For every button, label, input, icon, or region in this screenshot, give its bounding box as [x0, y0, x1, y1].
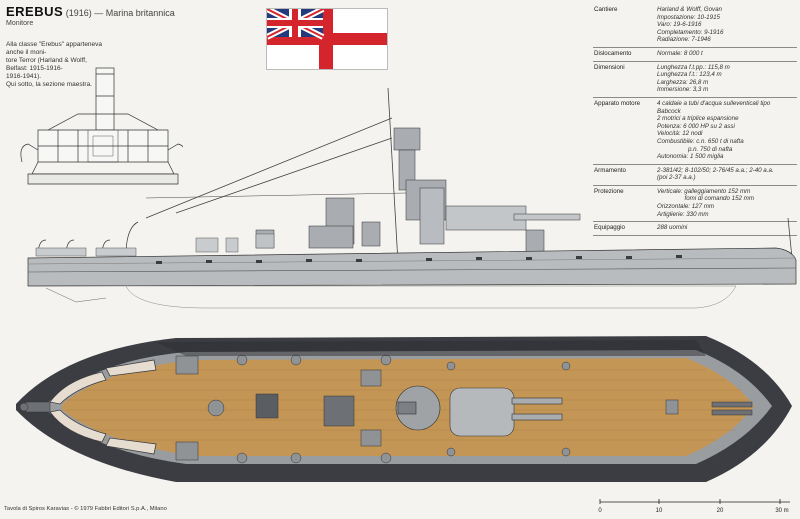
scale-label: 30 m [775, 508, 788, 514]
spec-values: Verticale: galleggiamento 152 mm fomi di… [657, 188, 797, 218]
spec-label: Protezione [594, 187, 624, 195]
midship-section-drawing [20, 67, 183, 185]
spec-label: Equipaggio [594, 224, 625, 232]
spec-value: Lunghezza f.t.pp.: 115,8 m [657, 63, 730, 71]
spec-row-equipaggio: Equipaggio 288 uomini [593, 221, 797, 236]
spec-values: 2-381/42; 8-102/50; 2-76/45 a.a.; 2-40 a… [657, 167, 797, 182]
spec-row-dimensioni: Dimensioni Lunghezza f.t.pp.: 115,8 m Lu… [593, 60, 797, 97]
white-ensign-flag [266, 8, 388, 70]
spec-label: Armamento [594, 166, 626, 174]
credit-line: Tavola di Spiros Karavias - © 1979 Fabbr… [4, 506, 167, 512]
spec-row-apparato-motore: Apparato motore 4 caldaie a tubi d'acqua… [593, 96, 797, 164]
spec-value: Artiglierie: 330 mm [657, 210, 709, 218]
scale-bar: 0 10 20 30 m [598, 499, 790, 514]
spec-label: Dimensioni [594, 63, 625, 71]
scale-label: 0 [598, 508, 602, 514]
spec-value: Radiazione: 7-1946 [657, 36, 711, 44]
specification-table: Cantiere Harland & Wolff, Govan Impostaz… [593, 4, 797, 236]
spec-values: 4 caldaie a tubi d'acqua sulleventicali … [657, 100, 797, 161]
spec-value: Lunghezza f.t.: 123,4 m [657, 71, 722, 79]
scale-label: 20 [717, 508, 724, 514]
spec-label: Dislocamento [594, 49, 632, 57]
spec-value: Orizzontale: 127 mm [657, 203, 715, 211]
spec-row-armamento: Armamento 2-381/42; 8-102/50; 2-76/45 a.… [593, 163, 797, 185]
title-line: EREBUS (1916) — Marina britannica [6, 4, 175, 19]
spec-row-dislocamento: Dislocamento Normale: 8 000 t [593, 46, 797, 61]
spec-value: Immersione: 3,3 m [657, 86, 709, 94]
spec-value: Harland & Wolff, Govan [657, 6, 722, 13]
ship-nation: — Marina britannica [94, 8, 175, 18]
spec-value: 288 uomini [657, 224, 688, 232]
spec-value: Normale: 8 000 t [657, 49, 703, 57]
spec-value: Verticale: galleggiamento 152 mm [657, 187, 751, 195]
ship-year: (1916) [65, 8, 92, 18]
spec-values: 288 uomini [657, 224, 797, 232]
spec-value: Autonomia: 1 500 miglia [657, 153, 724, 161]
ship-name: EREBUS [6, 4, 64, 19]
spec-value: Babcock [657, 107, 681, 115]
spec-values: Harland & Wolff, Govan Impostazione: 10-… [657, 6, 797, 44]
spec-label: Cantiere [594, 6, 618, 13]
description-line: Qui sotto, la sezione maestra. [6, 81, 92, 88]
description-line: 1916-1941). [6, 73, 42, 80]
spec-values: Lunghezza f.t.pp.: 115,8 m Lunghezza f.t… [657, 64, 797, 94]
spec-values: Normale: 8 000 t [657, 50, 797, 58]
spec-value: (poi 2-37 a.a.) [657, 174, 696, 182]
spec-value: Varo: 19-6-1916 [657, 21, 702, 29]
spec-value: Combustibile: c.n. 650 t di nafta [657, 137, 744, 145]
deck-plan-drawing [16, 336, 792, 482]
description: Alla classe "Erebus" apparteneva anche i… [6, 41, 106, 89]
spec-row-cantiere: Cantiere Harland & Wolff, Govan Impostaz… [593, 4, 797, 47]
spec-value: 2 motrici a triplice espansione [657, 115, 739, 123]
scale-label: 10 [656, 508, 663, 514]
description-line: tore Terror (Harland & Wolff, Belfast: 1… [6, 57, 87, 72]
profile-drawing [27, 88, 797, 309]
spec-value: Completamento: 9-1916 [657, 28, 724, 36]
spec-value: 2-381/42; 8-102/50; 2-76/45 a.a.; 2-40 a… [657, 166, 774, 174]
spec-label: Apparato motore [594, 99, 641, 107]
spec-value: fomi di comando 152 mm [657, 195, 754, 203]
spec-value: Impostazione: 10-1915 [657, 13, 720, 21]
spec-row-protezione: Protezione Verticale: galleggiamento 152… [593, 184, 797, 221]
spec-value: Velocità: 12 nodi [657, 130, 703, 138]
spec-value: Larghezza: 26,8 m [657, 78, 709, 86]
description-line: Alla classe "Erebus" apparteneva anche i… [6, 41, 103, 56]
spec-value: Potenza: 6 000 HP su 2 assi [657, 122, 735, 130]
spec-value: 4 caldaie a tubi d'acqua sulleventicali … [657, 99, 771, 107]
ship-type: Monitore [6, 20, 34, 27]
title-block: EREBUS (1916) — Marina britannica Monito… [6, 4, 175, 89]
spec-value: p.n. 750 di nafta [657, 145, 733, 153]
